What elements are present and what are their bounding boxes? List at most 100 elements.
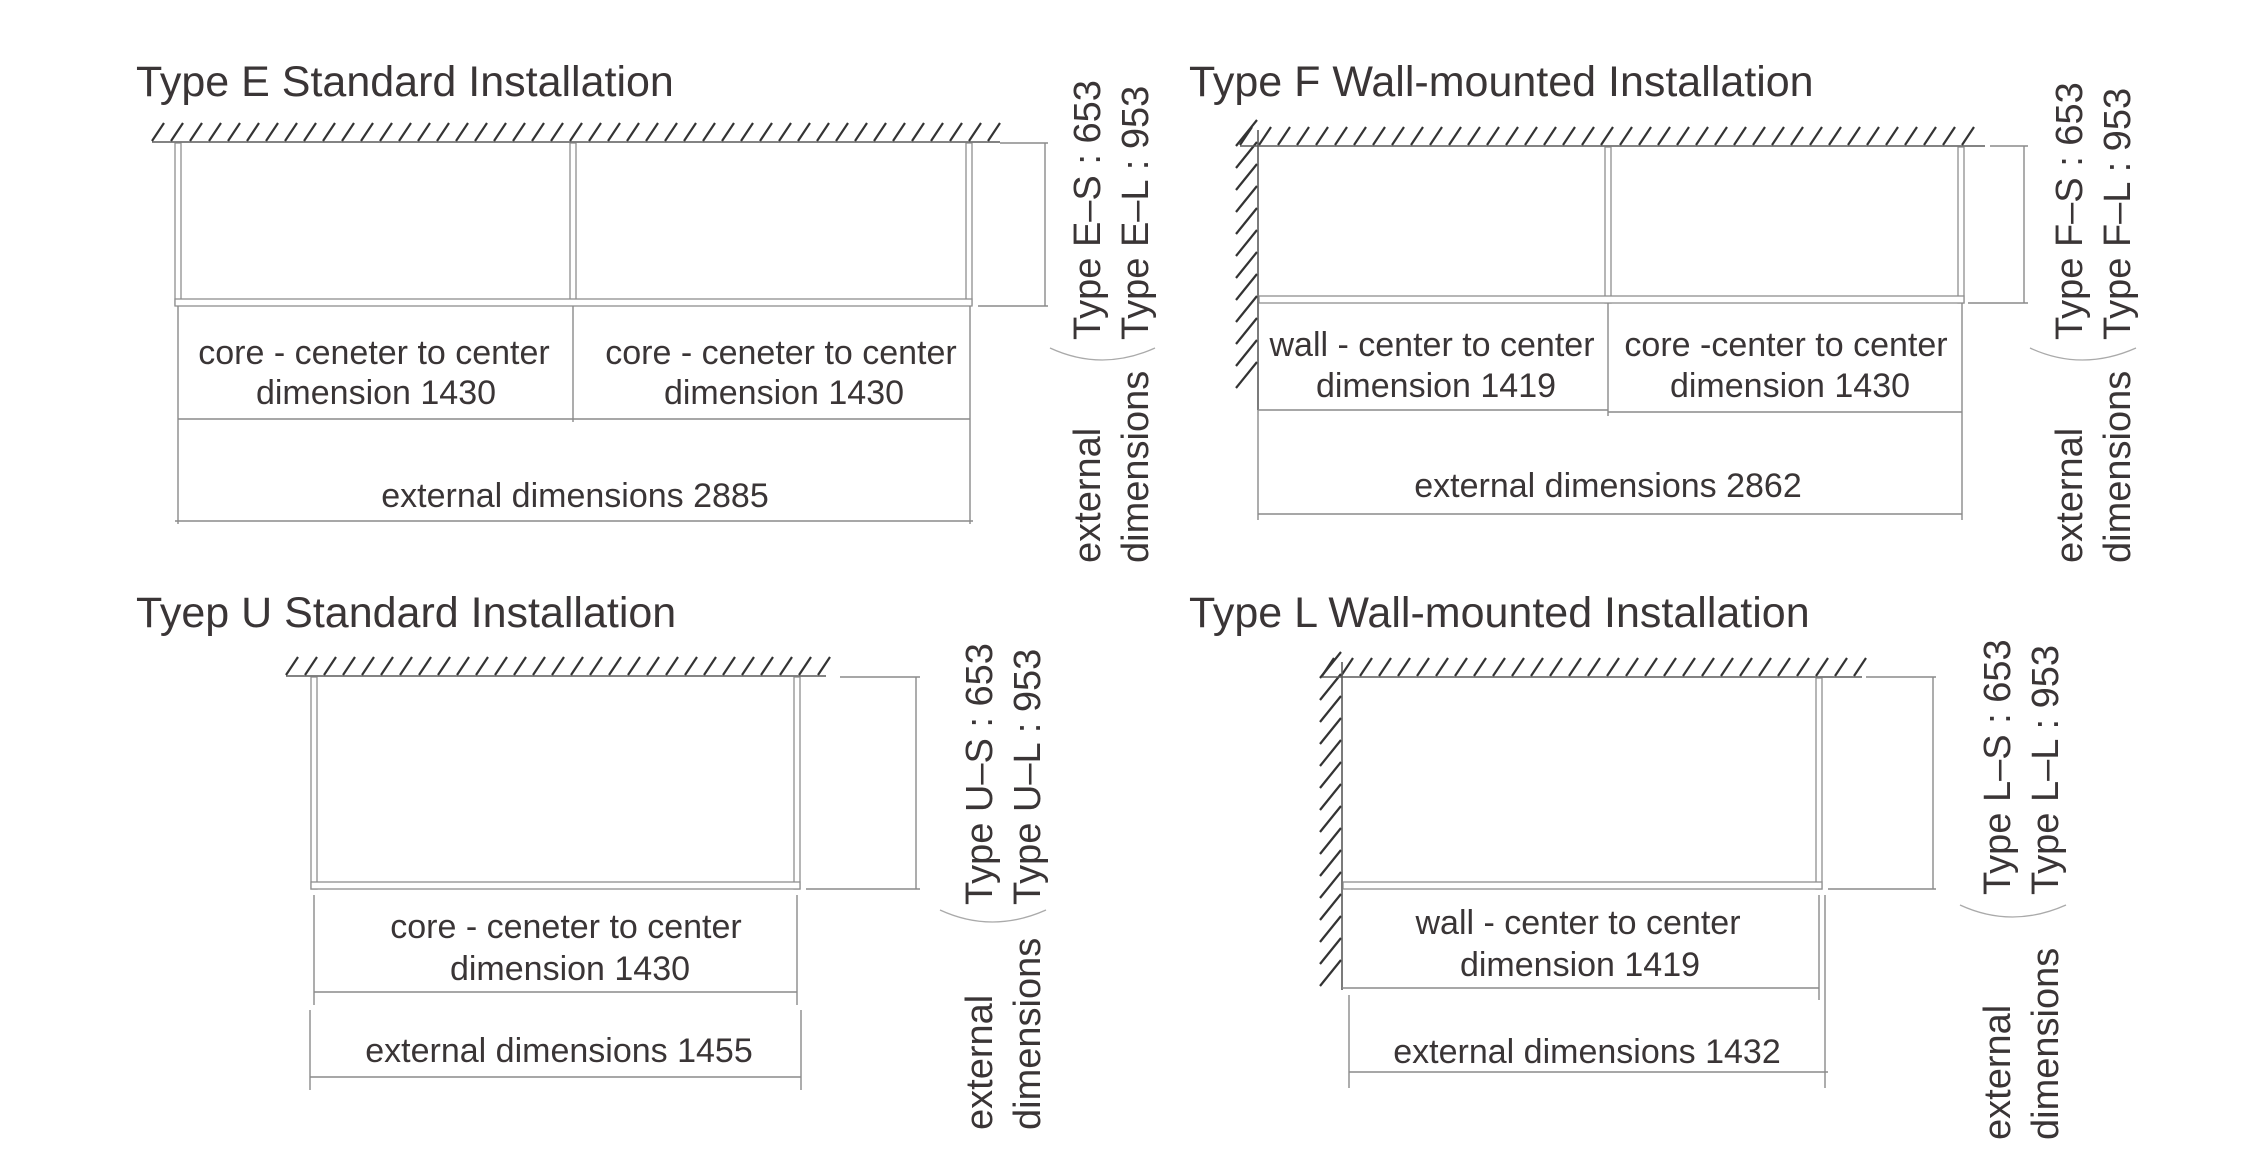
panel-label: core - ceneter to center: [390, 908, 742, 946]
hatch-mark: [1296, 126, 1310, 146]
hatch-mark: [1752, 126, 1766, 146]
hatch-mark: [532, 656, 546, 676]
bottom-rail: [1342, 881, 1823, 890]
external-dimension-label: external dimensions 1455: [365, 1032, 752, 1070]
hatch-mark: [1319, 651, 1342, 679]
hatch-mark: [1663, 657, 1677, 677]
hatch-mark: [1319, 849, 1342, 877]
hatch-mark: [741, 656, 755, 676]
hatch-mark: [664, 122, 678, 142]
hatch-mark: [1492, 657, 1506, 677]
panel-dimension: dimension 1430: [664, 374, 904, 412]
hatch-mark: [1733, 126, 1747, 146]
hatch-mark: [1235, 273, 1258, 301]
side-label: dimensions: [1115, 371, 1157, 563]
hatch-mark: [1235, 361, 1258, 389]
hatch-mark: [379, 122, 393, 142]
side-label: external: [1977, 1005, 2019, 1140]
hatch-mark: [550, 122, 564, 142]
hatch-mark: [1853, 657, 1867, 677]
hatch-mark: [816, 122, 830, 142]
post: [174, 142, 182, 306]
diagram-title: Type E Standard Installation: [136, 58, 674, 106]
height-label-s: Type E–S : 653: [1067, 80, 1109, 340]
hatch-mark: [1319, 739, 1342, 767]
hatch-mark: [930, 122, 944, 142]
hatch-mark: [227, 122, 241, 142]
hatch-mark: [303, 122, 317, 142]
hatch-mark: [1319, 915, 1342, 943]
hatch-mark: [208, 122, 222, 142]
hatch-mark: [1771, 126, 1785, 146]
hatch-mark: [1235, 251, 1258, 279]
side-label: external: [959, 995, 1001, 1130]
hatch-mark: [1796, 657, 1810, 677]
brace: [939, 909, 1047, 923]
hatch-mark: [683, 122, 697, 142]
panel-dimension: dimension 1430: [1670, 367, 1910, 405]
hatch-mark: [588, 122, 602, 142]
side-label: dimensions: [2097, 371, 2139, 563]
brace: [1959, 904, 2067, 918]
diagram-title: Type F Wall-mounted Installation: [1189, 58, 1814, 106]
hatch-mark: [1486, 126, 1500, 146]
hatch-mark: [1790, 126, 1804, 146]
hatch-mark: [1319, 805, 1342, 833]
hatch-mark: [361, 656, 375, 676]
hatch-mark: [607, 122, 621, 142]
hatch-mark: [1777, 657, 1791, 677]
hatch-mark: [703, 656, 717, 676]
hatch-mark: [873, 122, 887, 142]
hatch-mark: [1739, 657, 1753, 677]
panel-label: wall - center to center: [1268, 326, 1594, 364]
ceiling-hatch: [151, 122, 1001, 142]
hatch-mark: [1587, 657, 1601, 677]
hatch-mark: [1391, 126, 1405, 146]
bottom-rail: [310, 881, 801, 890]
hatch-mark: [1319, 827, 1342, 855]
height-label-l: Type E–L : 953: [1115, 86, 1157, 340]
height-label-s: Type U–S : 653: [959, 643, 1001, 905]
hatch-mark: [246, 122, 260, 142]
hatch-mark: [1923, 126, 1937, 146]
hatch-mark: [740, 122, 754, 142]
hatch-mark: [1372, 126, 1386, 146]
hatch-mark: [493, 122, 507, 142]
hatch-mark: [1235, 207, 1258, 235]
hatch-mark: [778, 122, 792, 142]
hatch-mark: [760, 656, 774, 676]
hatch-mark: [1258, 126, 1272, 146]
post: [965, 142, 973, 306]
hatch-mark: [665, 656, 679, 676]
hatch-mark: [1828, 126, 1842, 146]
post: [1604, 146, 1612, 304]
height-label-l: Type L–L : 953: [2025, 645, 2067, 895]
hatch-mark: [1277, 126, 1291, 146]
hatch-mark: [1638, 126, 1652, 146]
ceiling-hatch: [1239, 126, 1975, 146]
hatch-mark: [646, 656, 660, 676]
hatch-mark: [1942, 126, 1956, 146]
height-label-l: Type U–L : 953: [1007, 649, 1049, 905]
hatch-mark: [1319, 673, 1342, 701]
hatch-mark: [265, 122, 279, 142]
hatch-mark: [1435, 657, 1449, 677]
diagram-title: Tyep U Standard Installation: [136, 589, 676, 637]
hatch-mark: [417, 122, 431, 142]
hatch-mark: [494, 656, 508, 676]
hatch-mark: [1319, 937, 1342, 965]
hatch-mark: [1319, 959, 1342, 987]
hatch-mark: [1235, 229, 1258, 257]
hatch-mark: [798, 656, 812, 676]
hatch-mark: [702, 122, 716, 142]
hatch-mark: [1448, 126, 1462, 146]
wall-hatch: [1319, 651, 1342, 987]
hatch-mark: [1319, 871, 1342, 899]
hatch-mark: [1319, 783, 1342, 811]
side-label: dimensions: [1007, 938, 1049, 1130]
diagram-type-u: Tyep U Standard Installation core - cene…: [136, 589, 1049, 1130]
hatch-mark: [474, 122, 488, 142]
hatch-mark: [323, 656, 337, 676]
hatch-mark: [1606, 657, 1620, 677]
